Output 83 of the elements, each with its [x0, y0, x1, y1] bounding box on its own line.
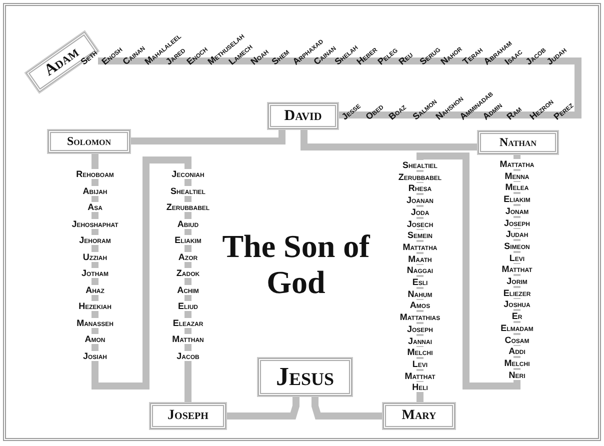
name-label: Ahaz: [84, 284, 106, 294]
name-label: Eliakim: [174, 235, 202, 245]
name-label: Abijah: [82, 186, 108, 196]
name-label: Eleazar: [172, 318, 204, 328]
name-label: Joshua: [502, 299, 532, 310]
name-label: Mattatha: [498, 159, 536, 169]
name-label: Obed: [363, 102, 385, 122]
name-box: Nathan: [478, 131, 558, 154]
name-label: Mattatha: [402, 242, 438, 252]
center-title: The Son of God: [221, 228, 371, 300]
name-label: Jehoram: [78, 235, 112, 245]
name-label: Addi: [508, 346, 526, 356]
name-label: Amos: [408, 300, 432, 310]
name-label: Joseph: [406, 324, 434, 334]
name-label: Achim: [176, 284, 200, 294]
connector-line: [130, 129, 286, 144]
name-label: Shealtiel: [402, 160, 438, 170]
name-label: Jotham: [80, 268, 110, 278]
name-label: Seth: [78, 48, 100, 67]
name-label: Levi: [508, 252, 526, 263]
name-label: Zerubbabel: [397, 172, 443, 182]
name-label: Hezekiah: [78, 301, 112, 311]
name-label: Neri: [508, 370, 526, 380]
name-label: Joanan: [406, 195, 434, 206]
name-label: Manasseh: [76, 318, 114, 328]
name-label: Ram: [504, 104, 523, 122]
name-box: Joseph: [150, 403, 226, 429]
name-label: Er: [510, 311, 524, 322]
name-label: Menna: [504, 170, 530, 181]
name-label: Matthat: [500, 264, 534, 274]
name-label: Semein: [406, 230, 434, 240]
name-label: Judah: [504, 229, 530, 240]
name-label: Asa: [86, 202, 104, 212]
name-label: Rehoboam: [75, 169, 115, 179]
name-label: Matthan: [171, 334, 205, 344]
connector-line: [300, 129, 478, 150]
name-label: Azor: [177, 252, 199, 262]
name-label: Elmadam: [500, 322, 534, 333]
connector-line: [98, 58, 582, 118]
name-label: Shem: [270, 46, 291, 67]
name-label: Cosam: [504, 334, 530, 344]
connector-line: [226, 396, 300, 420]
name-label: Boaz: [386, 102, 408, 122]
name-label: Amon: [84, 334, 106, 344]
name-label: Matthat: [404, 370, 436, 381]
name-label: Joda: [410, 206, 430, 217]
name-label: Nahum: [406, 288, 434, 299]
name-label: Jannai: [407, 336, 433, 346]
name-label: Rhesa: [407, 183, 433, 194]
name-label: Jeconiah: [170, 169, 206, 179]
name-label: Uzziah: [82, 252, 108, 262]
name-label: Jacob: [176, 350, 200, 360]
name-label: Melchi: [406, 347, 434, 358]
name-label: Esli: [411, 277, 429, 287]
connector-line: [312, 396, 383, 420]
name-label: Zerubbabel: [165, 202, 211, 212]
name-label: Jonam: [504, 206, 530, 216]
connector-line: [92, 153, 192, 403]
name-label: Josech: [406, 218, 434, 228]
name-box: Solomon: [48, 130, 130, 153]
name-label: Eliakim: [502, 194, 532, 204]
name-label: Eliud: [177, 301, 199, 311]
name-label: Melchi: [503, 358, 531, 368]
name-label: Shealtiel: [170, 186, 206, 196]
name-label: Abiud: [176, 218, 200, 228]
name-label: Reu: [396, 50, 415, 67]
name-label: Maath: [407, 254, 433, 264]
name-label: Josiah: [82, 350, 108, 360]
name-label: Eliezer: [502, 288, 532, 298]
name-box: Mary: [383, 403, 455, 429]
name-label: Zadok: [175, 268, 201, 278]
name-label: Naggai: [406, 265, 434, 276]
name-label: Jorim: [506, 276, 528, 286]
name-label: Melea: [504, 182, 530, 192]
name-label: Jehoshaphat: [70, 218, 120, 228]
name-box: Jesus: [258, 358, 352, 396]
name-label: Heli: [411, 382, 429, 392]
name-label: Simeon: [503, 240, 531, 251]
connector-line: [416, 152, 520, 403]
name-label: Levi: [411, 358, 429, 369]
name-box: David: [268, 103, 338, 129]
name-label: Mattathias: [398, 312, 442, 322]
name-label: Joseph: [503, 218, 531, 228]
